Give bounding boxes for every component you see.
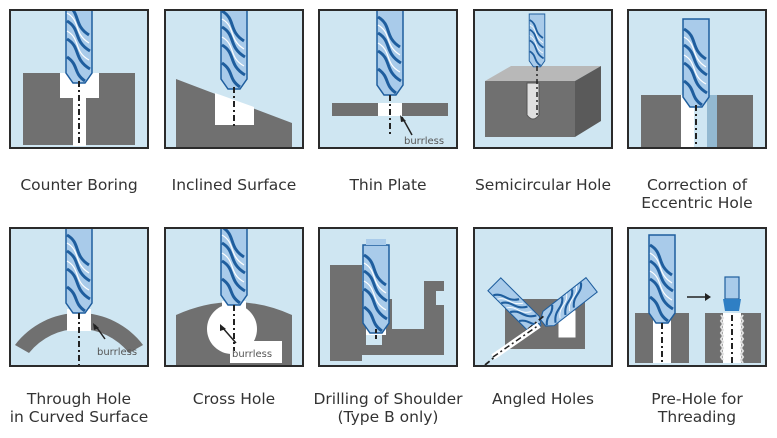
caption-thin-plate: Thin Plate: [349, 176, 427, 194]
end-mill-icon: [681, 17, 711, 109]
panel-eccentric-hole: [627, 9, 767, 149]
end-mill-icon: [375, 11, 405, 97]
panel-inclined-surface: [164, 9, 304, 149]
end-mill-icon: [647, 233, 677, 325]
caption-angled-holes: Angled Holes: [492, 390, 594, 408]
semicircular-hole-diagram: [485, 13, 601, 137]
end-mill-icon: [219, 229, 249, 307]
caption-eccentric-hole: Correction of Eccentric Hole: [641, 176, 753, 212]
cross-hole-diagram: burrless: [176, 229, 292, 365]
panel-shoulder: [318, 227, 458, 367]
arrow-right-icon: [705, 293, 711, 301]
caption-curved-surface: Through Hole in Curved Surface: [9, 390, 149, 426]
end-mill-icon: [64, 11, 94, 85]
panel-curved-surface: burrless: [9, 227, 149, 367]
panel-semicircular-hole: [473, 9, 613, 149]
angled-holes-diagram: [484, 276, 599, 365]
curved-surface-diagram: burrless: [15, 229, 143, 365]
caption-inclined-surface: Inclined Surface: [171, 176, 297, 194]
counter-boring-diagram: [23, 11, 135, 146]
caption-pre-hole: Pre-Hole for Threading: [651, 390, 743, 426]
inclined-surface-diagram: [176, 11, 292, 147]
end-mill-icon: [361, 243, 391, 335]
pre-hole-diagram: [635, 233, 761, 364]
panel-cross-hole: burrless: [164, 227, 304, 367]
burrless-label: burrless: [404, 136, 444, 147]
eccentric-hole-diagram: [641, 17, 753, 147]
panel-counter-boring: [9, 9, 149, 149]
thin-plate-diagram: burrless: [332, 11, 448, 147]
end-mill-icon: [528, 13, 546, 68]
caption-counter-boring: Counter Boring: [20, 176, 138, 194]
caption-semicircular-hole: Semicircular Hole: [474, 176, 612, 194]
panel-thin-plate: burrless: [318, 9, 458, 149]
burrless-label: burrless: [97, 347, 137, 358]
end-mill-icon: [64, 229, 94, 315]
shoulder-diagram: [330, 239, 444, 361]
caption-cross-hole: Cross Hole: [192, 390, 276, 408]
burrless-label: burrless: [232, 349, 272, 360]
caption-shoulder: Drilling of Shoulder (Type B only): [313, 390, 463, 426]
end-mill-icon: [219, 11, 249, 91]
panel-pre-hole: [627, 227, 767, 367]
panel-angled-holes: [473, 227, 613, 367]
